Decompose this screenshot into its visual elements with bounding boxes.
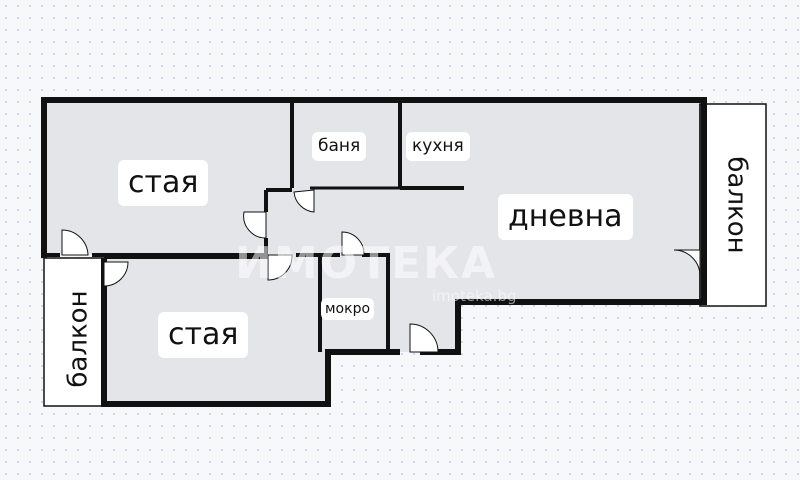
door-bottom-room bbox=[267, 254, 293, 281]
wall-outer bbox=[41, 97, 707, 355]
label-balcony-right: балкон bbox=[717, 152, 756, 258]
doors bbox=[61, 189, 701, 353]
floor-areas bbox=[44, 100, 700, 404]
door-wet bbox=[341, 231, 365, 256]
door-bottom-left-room bbox=[103, 261, 129, 287]
label-balcony-left: балкон bbox=[59, 286, 98, 392]
door-balcony-right bbox=[673, 249, 701, 277]
interior-walls bbox=[44, 100, 701, 352]
door-top-room bbox=[61, 229, 89, 256]
label-wet: мокро bbox=[321, 298, 375, 320]
exterior-walls bbox=[41, 97, 707, 407]
label-kitchen: кухня bbox=[406, 132, 470, 161]
label-room-bottom-left: стая bbox=[158, 312, 249, 358]
door-entrance bbox=[409, 323, 439, 353]
wall-outer-bottom bbox=[101, 258, 400, 407]
door-bath bbox=[293, 189, 315, 213]
door-hall-left bbox=[243, 211, 267, 239]
label-living: дневна bbox=[498, 194, 633, 240]
label-bath: баня bbox=[312, 132, 367, 161]
label-room-top-left: стая bbox=[118, 160, 209, 206]
